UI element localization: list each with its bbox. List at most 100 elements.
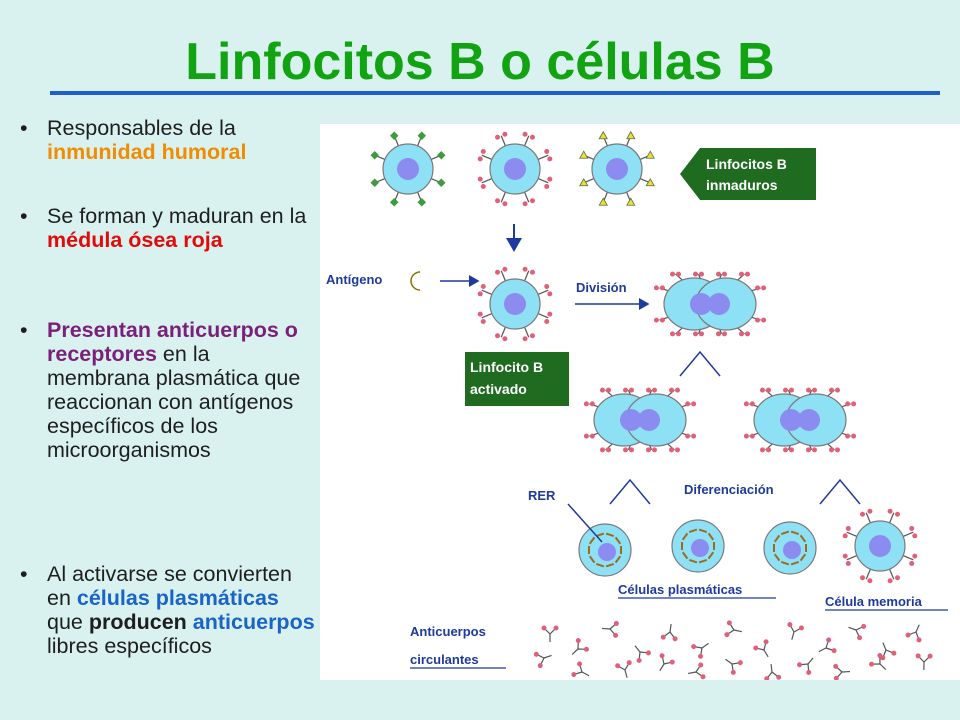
receptor-tip <box>653 285 659 291</box>
bullet-run: Presentan anticuerpos o receptores <box>47 318 298 366</box>
antibody <box>659 653 675 672</box>
rer-stroke <box>681 551 689 560</box>
immature-label-line2: inmaduros <box>706 177 778 193</box>
antibody-stem <box>882 642 887 651</box>
antibody <box>880 642 897 661</box>
antibody-tip <box>691 644 697 650</box>
antibody-tip <box>861 623 867 629</box>
cell-nucleus <box>598 543 616 561</box>
antibody <box>848 623 867 641</box>
receptor-tip <box>812 447 817 453</box>
antibody-tip <box>537 663 543 669</box>
antibody-stem <box>688 671 697 675</box>
antibody-stem <box>659 663 665 672</box>
receptor-stem <box>865 512 871 524</box>
antibody-tip <box>763 639 769 645</box>
antibody-stem <box>701 642 709 649</box>
plasma-cell <box>578 523 632 577</box>
antibody-tip <box>831 648 837 654</box>
immature-label-line1: Linfocitos B <box>706 156 787 172</box>
antibody <box>833 663 851 680</box>
receptor-tip <box>909 560 915 566</box>
receptor-tip <box>652 447 657 453</box>
receptor-tip <box>477 176 483 182</box>
receptor-tip <box>629 447 634 453</box>
division-label: División <box>576 280 627 295</box>
receptor-tip <box>659 285 665 291</box>
antibody <box>571 638 589 655</box>
receptor-tip <box>522 336 528 342</box>
activated-label-line2: activado <box>470 381 527 397</box>
receptor-tip <box>544 149 550 155</box>
receptor-tip <box>716 331 721 337</box>
antibody-tip <box>577 661 583 667</box>
receptor-tip <box>699 271 704 277</box>
receptor-tip <box>749 433 755 439</box>
bullet-run: médula ósea roja <box>47 228 223 252</box>
rer-stroke <box>780 530 790 535</box>
rer-stroke <box>681 532 689 541</box>
receptor-tip <box>659 317 665 323</box>
antibody-stem <box>770 663 773 673</box>
antibody-tip <box>541 625 547 631</box>
bullet-text: Presentan anticuerpos o receptores en la… <box>47 318 315 462</box>
receptor-tip <box>544 284 550 290</box>
antibody <box>764 663 782 680</box>
slide-title: Linfocitos B o células B <box>185 33 775 91</box>
antibody-tip <box>806 669 812 675</box>
receptor-tip <box>766 447 771 453</box>
receptor-tip <box>547 176 553 182</box>
receptor-tip <box>722 271 727 277</box>
antibody-stem <box>624 669 628 678</box>
cell-nucleus <box>504 158 526 180</box>
antibody-stem <box>733 629 742 633</box>
receptor-tip <box>480 284 486 290</box>
bullet-text: Al activarse se convierten en células pl… <box>47 562 315 658</box>
receptor-tip <box>845 433 851 439</box>
antibody-tip <box>636 657 642 663</box>
receptor-tip <box>675 387 680 393</box>
antibody-tip <box>669 659 675 665</box>
receptor-tip <box>829 447 834 453</box>
cell-nucleus <box>638 409 660 431</box>
antibody-tip <box>724 632 730 638</box>
receptor-tip <box>699 331 704 337</box>
antibody <box>724 620 742 638</box>
memory-cell-label: Célula memoria <box>825 594 923 609</box>
bullet-run: producen <box>88 610 187 634</box>
rer-stroke <box>605 563 615 568</box>
cell-nucleus <box>780 409 802 431</box>
receptor-stem <box>500 191 506 203</box>
antibody <box>797 657 814 675</box>
antibody <box>615 660 632 678</box>
receptor-stem <box>524 191 530 203</box>
receptor-stem <box>846 555 858 561</box>
receptor-stem <box>889 512 895 524</box>
receptor-tip <box>685 401 691 407</box>
activated-cell <box>477 266 553 342</box>
receptor-stem <box>537 289 549 295</box>
cell-nucleus <box>708 293 730 315</box>
receptor-tip <box>502 266 508 272</box>
antibody-tip <box>613 620 619 626</box>
receptor-tip <box>670 271 675 277</box>
antibody-tip <box>776 674 782 680</box>
receptor-stem <box>902 531 914 537</box>
plasma-cell <box>763 521 817 575</box>
receptor-tip <box>522 131 528 137</box>
receptor-tip <box>417 198 427 207</box>
receptor-tip <box>829 387 834 393</box>
receptor-tip <box>629 387 634 393</box>
rer-stroke <box>707 532 715 541</box>
receptor-tip <box>522 201 528 207</box>
receptor-tip <box>845 526 851 532</box>
antibody-tip <box>826 637 832 643</box>
receptor-tip <box>716 271 721 277</box>
receptor-tip <box>789 447 794 453</box>
receptor-tip <box>909 526 915 532</box>
receptor-tip <box>912 533 918 539</box>
receptor-tip <box>845 560 851 566</box>
antibody-stem <box>763 649 769 658</box>
antibodies-label-line1: Anticuerpos <box>410 624 486 639</box>
antibody <box>869 653 887 670</box>
